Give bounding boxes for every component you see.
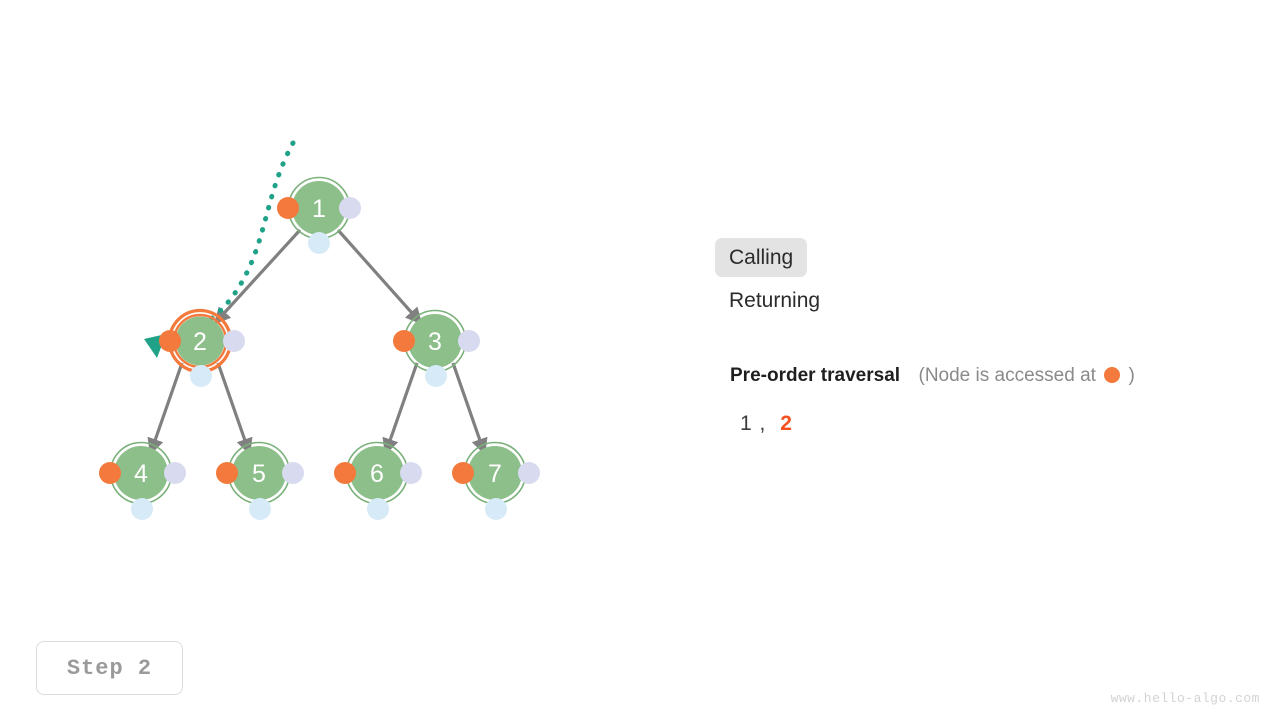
node-access-dot <box>159 330 181 352</box>
traversal-sequence: 1 , 2 <box>740 412 792 436</box>
sequence-separator: , <box>759 412 766 435</box>
node-body <box>175 316 225 366</box>
node-body <box>292 181 346 235</box>
node-right-dot <box>458 330 480 352</box>
node-body <box>408 314 462 368</box>
state-row-calling: Calling <box>715 238 834 281</box>
traversal-note-prefix: (Node is accessed at <box>918 365 1096 386</box>
sequence-item-0: 1 <box>740 412 752 435</box>
node-body <box>468 446 522 500</box>
edge-2-4 <box>147 362 184 456</box>
tree-node-1[interactable]: 1 <box>277 176 361 255</box>
state-legend: Calling Returning <box>715 238 834 324</box>
node-access-dot <box>99 462 121 484</box>
node-right-dot <box>400 462 422 484</box>
info-panel: Calling Returning Pre-order traversal (N… <box>700 0 1280 720</box>
node-right-dot <box>223 330 245 352</box>
state-returning[interactable]: Returning <box>729 289 821 312</box>
node-bottom-dot <box>131 498 153 520</box>
access-dot-icon <box>1104 366 1121 383</box>
node-right-dot <box>518 462 540 484</box>
tree-node-2[interactable]: 2 <box>159 308 245 388</box>
tree-node-5[interactable]: 5 <box>216 441 304 521</box>
tree-node-3[interactable]: 3 <box>393 309 480 388</box>
tree-edges <box>147 228 488 456</box>
edge-2-5 <box>216 362 253 456</box>
watermark: www.hello-algo.com <box>1110 691 1260 706</box>
traversal-note-suffix: ) <box>1128 365 1135 386</box>
tree-canvas: 1 2 3 <box>99 140 540 521</box>
edge-3-7 <box>451 362 488 456</box>
node-bottom-dot <box>367 498 389 520</box>
traversal-heading: Pre-order traversal (Node is accessed at… <box>730 365 1135 387</box>
traversal-note: (Node is accessed at ) <box>919 365 1135 386</box>
node-right-dot <box>282 462 304 484</box>
binary-tree-diagram: 1 2 3 <box>99 140 540 521</box>
edge-1-2 <box>213 228 302 325</box>
sequence-item-1: 2 <box>780 412 792 435</box>
tree-nodes: 1 2 3 <box>99 176 540 521</box>
node-label: 3 <box>428 328 442 356</box>
node-access-dot <box>334 462 356 484</box>
tree-node-6[interactable]: 6 <box>334 441 422 521</box>
node-right-dot <box>339 197 361 219</box>
node-label: 7 <box>488 460 502 488</box>
state-calling[interactable]: Calling <box>715 238 808 277</box>
node-access-dot <box>277 197 299 219</box>
node-access-dot <box>452 462 474 484</box>
node-label: 1 <box>312 195 326 223</box>
node-bottom-dot <box>308 232 330 254</box>
node-body <box>350 446 404 500</box>
node-bottom-dot <box>425 365 447 387</box>
edge-1-3 <box>336 228 423 325</box>
node-bottom-dot <box>190 365 212 387</box>
node-body <box>114 446 168 500</box>
tree-node-4[interactable]: 4 <box>99 441 186 521</box>
edge-3-6 <box>382 362 419 456</box>
node-body <box>232 446 286 500</box>
node-label: 5 <box>252 460 266 488</box>
state-row-returning: Returning <box>715 281 834 324</box>
step-badge: Step 2 <box>36 641 183 695</box>
node-bottom-dot <box>249 498 271 520</box>
node-access-dot <box>393 330 415 352</box>
node-bottom-dot <box>485 498 507 520</box>
tree-node-7[interactable]: 7 <box>452 441 540 521</box>
step-badge-label: Step 2 <box>66 655 153 681</box>
node-right-dot <box>164 462 186 484</box>
node-label: 2 <box>193 328 207 356</box>
node-label: 6 <box>370 460 384 488</box>
node-access-dot <box>216 462 238 484</box>
node-label: 4 <box>134 460 148 488</box>
traversal-title: Pre-order traversal <box>730 365 901 386</box>
